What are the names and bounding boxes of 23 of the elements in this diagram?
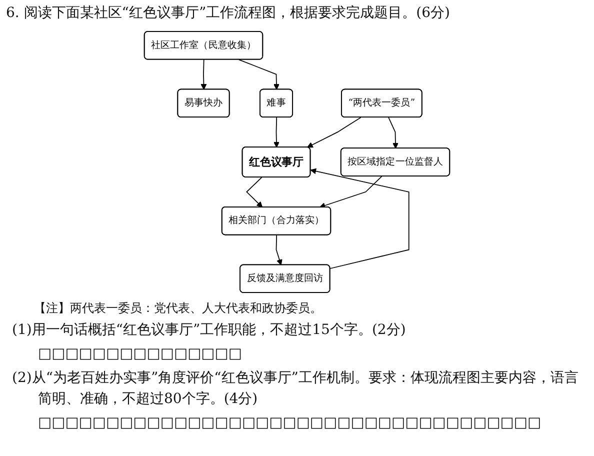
answer-grid: □□□□□□□□□□□□□□□ <box>38 345 243 364</box>
arrow <box>310 168 410 269</box>
process-box: 按区域指定一位监督人 <box>340 148 450 176</box>
arrow <box>238 59 280 90</box>
arrow <box>388 117 398 149</box>
process-box: “两代表一委员” <box>340 88 422 118</box>
arrow <box>307 117 362 148</box>
question-text: (1)用一句话概括“红色议事厅”工作职能，不超过15个字。(2分) <box>11 321 407 340</box>
process-box: 难事 <box>260 88 294 118</box>
process-box: 易事快办 <box>177 88 230 118</box>
arrow <box>246 176 263 208</box>
arrow <box>274 117 280 148</box>
process-box: 社区工作室（民意收集） <box>144 31 264 60</box>
arrow <box>200 59 207 90</box>
process-box: 红色议事厅 <box>242 146 311 178</box>
question-text: (2)从“为老百姓办实事”角度评价“红色议事厅”工作机制。要求：体现流程图主要内容，语言简明、准确，不超过80个字。(4分) <box>11 369 580 409</box>
answer-grid: □□□□□□□□□□□□□□□□□□□□□□□□□□□□□□□□□□□□□ <box>38 414 542 433</box>
arrow <box>319 176 382 208</box>
note-text: 【注】两代表一委员：党代表、人大代表和政协委员。 <box>34 300 323 316</box>
question-heading: 6. 阅读下面某社区“红色议事厅”工作流程图，根据要求完成题目。(6分) <box>6 4 450 22</box>
process-box: 反馈及满意度回访 <box>240 264 330 293</box>
arrow <box>276 234 282 266</box>
process-box: 相关部门（合力落实） <box>221 206 332 236</box>
